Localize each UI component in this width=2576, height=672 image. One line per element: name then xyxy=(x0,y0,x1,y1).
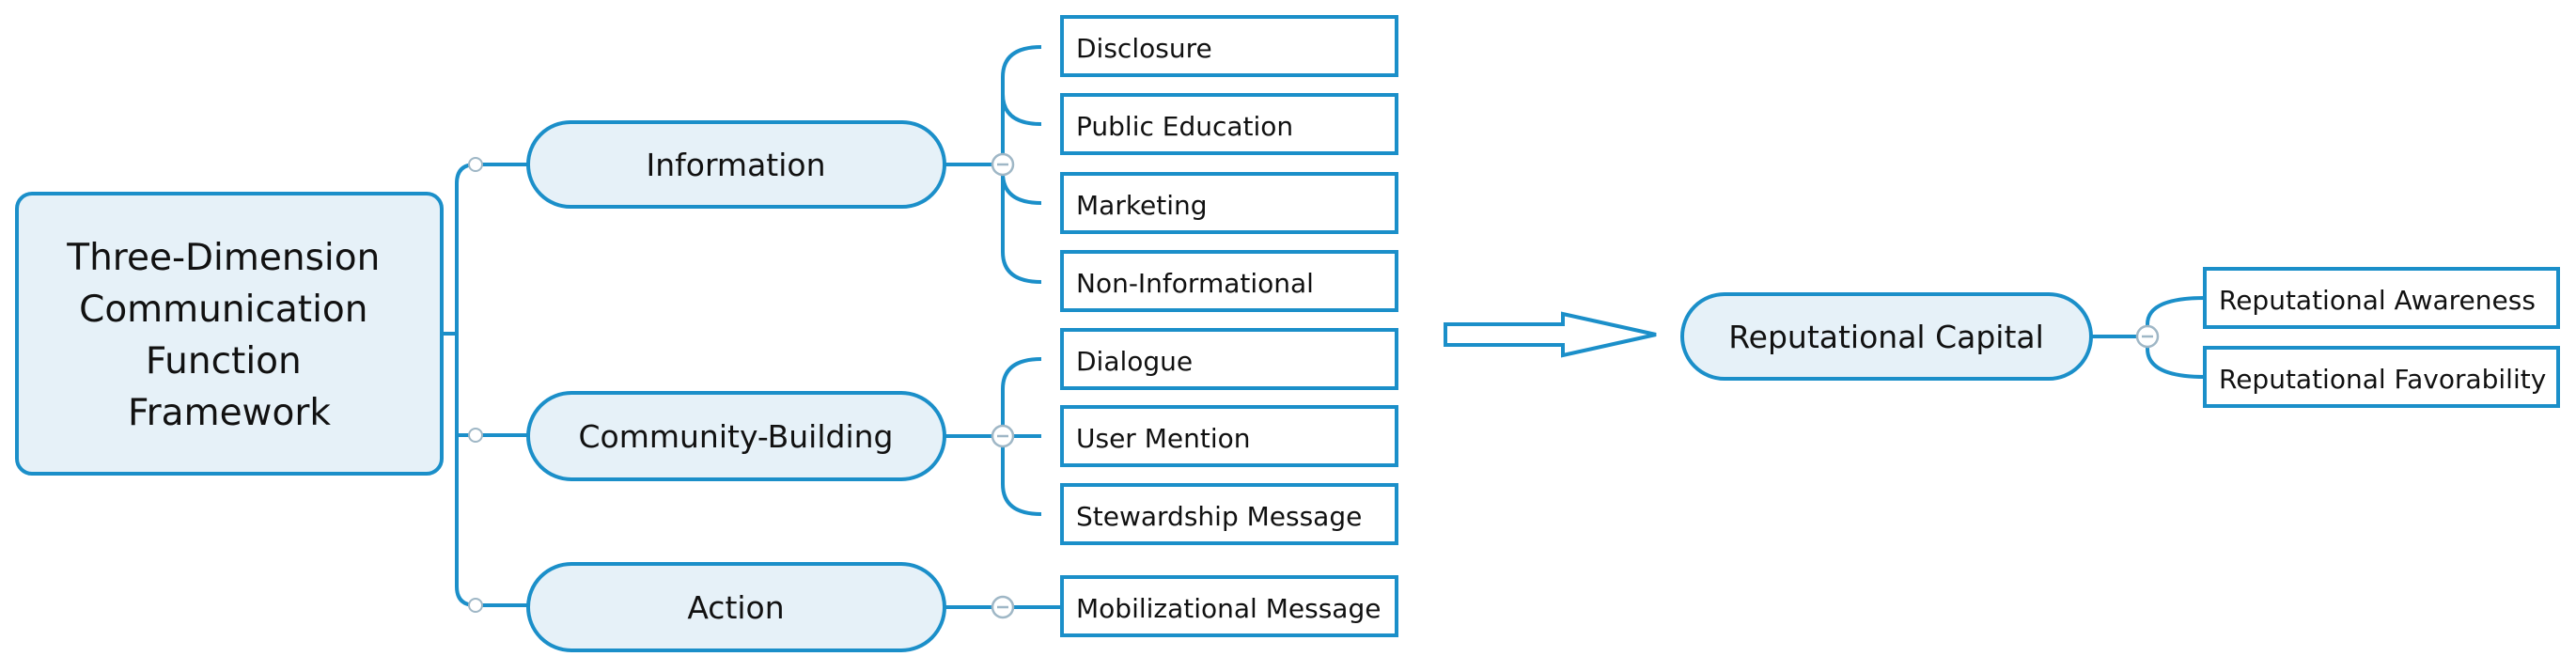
leaf-label-reputational-favorability: Reputational Favorability xyxy=(2219,364,2546,395)
leaf-label-mobilizational-message: Mobilizational Message xyxy=(1076,593,1381,624)
root-title-line-2: Communication xyxy=(79,289,367,331)
leaf-node-dialogue[interactable]: Dialogue xyxy=(1060,328,1398,390)
collapse-toggle-information[interactable] xyxy=(991,152,1015,177)
root-title-line-4: Framework xyxy=(128,392,331,434)
root-title-line-3: Function xyxy=(146,340,302,383)
leaf-label-public-education: Public Education xyxy=(1076,111,1293,142)
branch-node-action[interactable]: Action xyxy=(526,562,946,652)
root-node[interactable]: Three-Dimension Communication Function F… xyxy=(15,192,444,476)
root-connector-trunk xyxy=(455,163,476,607)
information-connector-public-education xyxy=(1001,93,1042,126)
collapse-toggle-action[interactable] xyxy=(991,595,1015,619)
branch-node-community-building[interactable]: Community-Building xyxy=(526,391,946,481)
leaf-label-disclosure: Disclosure xyxy=(1076,33,1212,64)
branch-label-information: Information xyxy=(646,147,825,183)
leaf-node-public-education[interactable]: Public Education xyxy=(1060,93,1398,155)
leaf-node-stewardship-message[interactable]: Stewardship Message xyxy=(1060,483,1398,545)
branch-node-information[interactable]: Information xyxy=(526,120,946,209)
collapse-toggle-reputational-capital[interactable] xyxy=(2135,324,2160,349)
leaf-node-reputational-awareness[interactable]: Reputational Awareness xyxy=(2203,267,2560,329)
collapse-toggle-community-building[interactable] xyxy=(991,424,1015,448)
leaf-label-reputational-awareness: Reputational Awareness xyxy=(2219,285,2536,316)
leaf-node-disclosure[interactable]: Disclosure xyxy=(1060,15,1398,77)
leaf-label-stewardship-message: Stewardship Message xyxy=(1076,501,1362,532)
leaf-node-marketing[interactable]: Marketing xyxy=(1060,172,1398,234)
leaf-node-user-mention[interactable]: User Mention xyxy=(1060,405,1398,467)
junction-dot-community-building xyxy=(468,428,483,443)
junction-dot-action xyxy=(468,598,483,613)
outcome-node-reputational-capital[interactable]: Reputational Capital xyxy=(1680,292,2093,381)
svg-text:Three-Dimension Communic: Three-Dimension Communication Function F… xyxy=(66,237,392,434)
leaf-node-mobilizational-message[interactable]: Mobilizational Message xyxy=(1060,575,1398,637)
branch-label-action: Action xyxy=(687,589,784,626)
right-arrow-icon xyxy=(1444,311,1657,358)
outcome-label: Reputational Capital xyxy=(1728,319,2044,355)
junction-dots xyxy=(468,157,483,613)
leaf-node-reputational-favorability[interactable]: Reputational Favorability xyxy=(2203,346,2560,408)
branch-label-community-building: Community-Building xyxy=(578,418,893,455)
leaf-label-user-mention: User Mention xyxy=(1076,423,1251,454)
leaf-label-marketing: Marketing xyxy=(1076,190,1208,221)
leaf-label-dialogue: Dialogue xyxy=(1076,346,1193,377)
leaf-label-non-informational: Non-Informational xyxy=(1076,268,1314,299)
root-title-line-1: Three-Dimension xyxy=(66,237,380,279)
information-connector-marketing xyxy=(1001,172,1042,205)
junction-dot-information xyxy=(468,157,483,172)
leaf-node-non-informational[interactable]: Non-Informational xyxy=(1060,250,1398,312)
